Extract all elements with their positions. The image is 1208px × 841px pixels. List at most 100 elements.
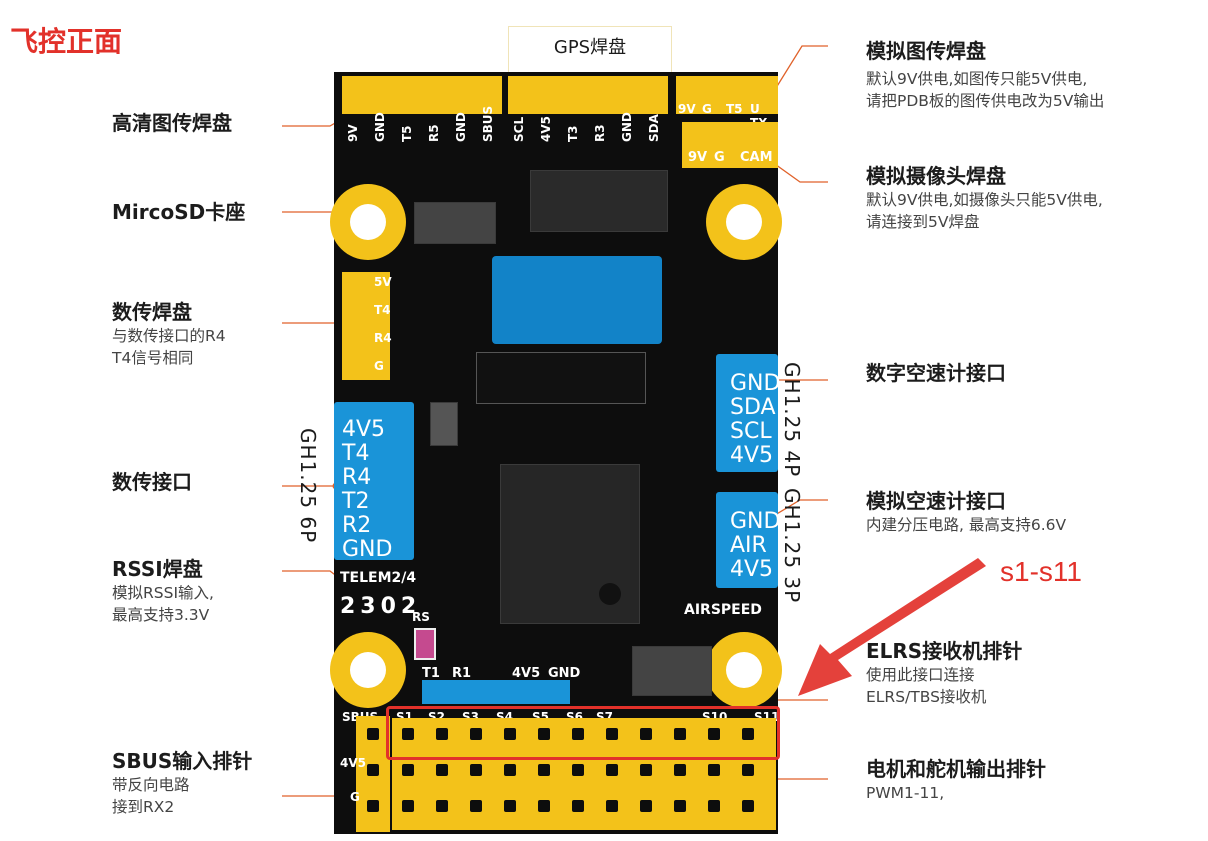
label-title: 数字空速计接口 — [866, 361, 1006, 385]
label-desc: 最高支持3.3V — [112, 606, 210, 624]
connector-pin-label: R2 — [342, 513, 372, 538]
elrs-pad-strip[interactable] — [422, 680, 570, 704]
connector-pin-label: SCL — [730, 419, 772, 444]
connector-pin-label: GND — [342, 537, 393, 562]
servo-pin — [572, 800, 584, 812]
elrs-pin-label: GND — [548, 666, 581, 681]
label-elrs: ELRS接收机排针 使用此接口连接 ELRS/TBS接收机 — [866, 638, 1022, 708]
label-desc: 接到RX2 — [112, 798, 175, 816]
label-digital-airspeed: 数字空速计接口 — [866, 360, 1006, 386]
label-desc: 请连接到5V焊盘 — [866, 213, 980, 231]
label-analog-cam: 模拟摄像头焊盘 默认9V供电,如摄像头只能5V供电, 请连接到5V焊盘 — [866, 163, 1103, 233]
pad-label: 5V — [374, 275, 392, 289]
servo-pin — [640, 728, 652, 740]
mount-hole-bottom-right — [706, 632, 782, 708]
connector-pin-label: R4 — [342, 465, 372, 490]
pad-label: T3 — [566, 125, 580, 142]
label-analog-airspeed: 模拟空速计接口 内建分压电路, 最高支持6.6V — [866, 488, 1066, 536]
label-title: 模拟图传焊盘 — [866, 39, 986, 63]
servo-pin — [538, 728, 550, 740]
pad-label: SCL — [512, 116, 526, 142]
label-hd-vtx: 高清图传焊盘 — [112, 110, 232, 136]
connector-pin-label: GND — [730, 371, 781, 396]
label-title: 数传接口 — [112, 470, 192, 494]
hd-vtx-pad-strip — [342, 76, 502, 114]
servo-pin — [674, 764, 686, 776]
label-title: MircoSD卡座 — [112, 200, 246, 224]
telem-port-type: GH1.25 6P — [296, 428, 320, 544]
label-desc: 模拟RSSI输入, — [112, 584, 214, 602]
airspeed-digital-type: GH1.25 4P — [780, 362, 804, 478]
label-desc: PWM1-11, — [866, 784, 945, 802]
pad-label: G — [714, 150, 725, 165]
servo-pin — [640, 800, 652, 812]
label-title: 高清图传焊盘 — [112, 111, 232, 135]
label-rssi: RSSI焊盘 模拟RSSI输入, 最高支持3.3V — [112, 556, 214, 626]
connector-pin-label: T4 — [342, 441, 370, 466]
pad-label: 4V5 — [539, 116, 553, 142]
sbus-pin-label: G — [350, 790, 360, 804]
analog-vtx-pad-strip — [676, 76, 778, 114]
connector-pin-label: 4V5 — [342, 417, 386, 442]
elrs-pin-label: R1 — [452, 666, 472, 681]
servo-pin — [402, 764, 414, 776]
label-title: 模拟摄像头焊盘 — [866, 164, 1006, 188]
sbus-pin — [367, 728, 379, 740]
servo-pin — [470, 800, 482, 812]
sensor-module — [476, 352, 646, 404]
servo-pin — [402, 728, 414, 740]
servo-pin — [674, 728, 686, 740]
pad-label: SBUS — [481, 105, 495, 142]
microsd-slot — [492, 256, 662, 344]
elrs-pin-label: 4V5 — [512, 666, 541, 681]
connector-pin-label: T2 — [342, 489, 370, 514]
label-desc: 请把PDB板的图传供电改为5V输出 — [866, 92, 1105, 110]
label-title: 电机和舵机输出排针 — [866, 757, 1046, 781]
connector-pin-label: SDA — [730, 395, 776, 420]
label-telem-pads: 数传焊盘 与数传接口的R4 T4信号相同 — [112, 299, 226, 369]
label-desc: 与数传接口的R4 — [112, 327, 226, 345]
connector-pin-label: GND — [730, 509, 781, 534]
mount-hole-top-left — [330, 184, 406, 260]
sbus-pin — [367, 800, 379, 812]
camera-pad-strip — [682, 122, 778, 168]
rssi-pad[interactable] — [414, 628, 436, 660]
label-title: GPS焊盘 — [553, 37, 627, 58]
servo-pin — [470, 764, 482, 776]
servo-pin — [436, 800, 448, 812]
servo-pin — [538, 800, 550, 812]
servo-pin — [572, 728, 584, 740]
silk-telem: TELEM2/4 — [340, 570, 417, 586]
servo-pin — [742, 800, 754, 812]
sbus-pin-label: 4V5 — [340, 756, 366, 770]
callout-s1-s11: s1-s11 — [1000, 556, 1082, 587]
mount-hole-bottom-left — [330, 632, 406, 708]
connector-pin-label: 4V5 — [730, 557, 774, 582]
servo-pin — [742, 764, 754, 776]
label-desc: 默认9V供电,如图传只能5V供电, — [866, 70, 1088, 88]
servo-pin — [504, 800, 516, 812]
silk-model: 2302 — [340, 594, 422, 619]
highlight-s1-s11 — [386, 706, 780, 760]
elrs-pin-label: T1 — [422, 666, 440, 681]
mcu-dot — [599, 583, 621, 605]
pad-label: T5 — [726, 102, 743, 116]
airspeed-analog-type: GH1.25 3P — [780, 488, 804, 604]
pad-label: 9V — [688, 150, 708, 165]
pad-label: GND — [373, 112, 387, 142]
page-title: 飞控正面 — [10, 25, 123, 58]
label-gps: GPS焊盘 — [508, 26, 672, 74]
pad-label: GND — [454, 112, 468, 142]
elrs-header-block — [632, 646, 712, 696]
header-block — [414, 202, 496, 244]
telemetry-connector[interactable] — [334, 402, 414, 560]
servo-pin — [708, 728, 720, 740]
label-motor-servo: 电机和舵机输出排针 PWM1-11, — [866, 756, 1046, 804]
mount-hole-top-right — [706, 184, 782, 260]
label-title: 模拟空速计接口 — [866, 489, 1006, 513]
label-title: ELRS接收机排针 — [866, 639, 1023, 663]
analog-airspeed-connector[interactable] — [716, 492, 778, 588]
digital-airspeed-connector[interactable] — [716, 354, 778, 472]
servo-pin — [674, 800, 686, 812]
telemetry-pad-strip — [342, 272, 390, 380]
